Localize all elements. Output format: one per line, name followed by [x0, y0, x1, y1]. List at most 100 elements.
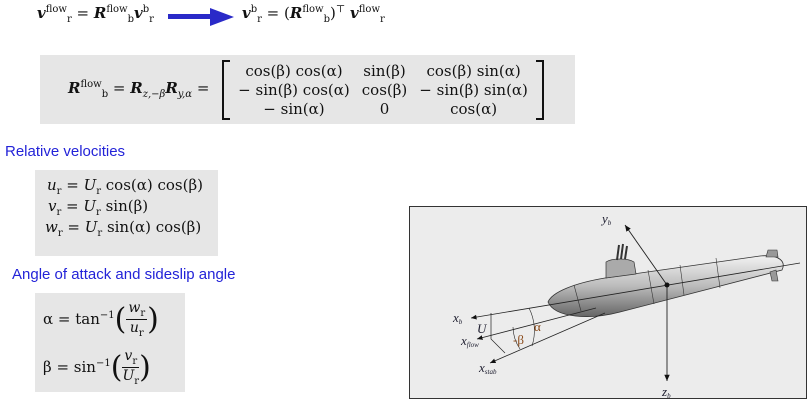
- sub: b: [101, 89, 109, 100]
- relative-velocities-heading: Relative velocities: [5, 143, 126, 160]
- sup: flow: [358, 4, 381, 15]
- xstab-label: xstab: [478, 360, 497, 376]
- equals: =: [62, 218, 85, 236]
- matrix-cell: sin(β): [363, 61, 406, 80]
- matrix-cell: cos(α): [450, 99, 498, 118]
- matrix-cell: cos(β): [361, 80, 408, 99]
- symbol: u: [47, 176, 57, 194]
- sup: flow: [106, 4, 128, 15]
- rhs: sin(β): [100, 197, 149, 215]
- sup: b: [250, 4, 258, 15]
- center-of-gravity: [664, 282, 670, 288]
- yb-label: yb: [600, 211, 612, 227]
- velocity-projection: [490, 313, 506, 354]
- equals: =: [61, 176, 84, 194]
- xflow-axis: [476, 307, 597, 340]
- beta-arc: [512, 326, 521, 350]
- xb-axis: [470, 262, 801, 320]
- paren: ): [330, 4, 336, 22]
- sub: z,−β: [142, 89, 166, 100]
- sub: r: [66, 14, 72, 25]
- beta-label: -β: [513, 332, 524, 347]
- R-symbol: R: [130, 79, 143, 97]
- sub: r: [97, 228, 103, 239]
- rhs: cos(α) cos(β): [101, 176, 204, 194]
- sub: r: [96, 186, 101, 197]
- w-velocity-equation: wr = Ur sin(α) cos(β): [45, 218, 218, 239]
- transpose: ⊤: [335, 4, 346, 15]
- submarine-figure: yb zb xb xflow xstab U α -β: [409, 206, 807, 399]
- flow-to-body-equation: vflowr = Rflowbvbr: [37, 4, 154, 25]
- R-symbol: R: [93, 4, 107, 22]
- lhs: β = sin: [43, 358, 96, 376]
- sub: r: [56, 207, 62, 218]
- rotation-matrix-box: Rflowb = Rz,−βRy,α = cos(β) cos(α) sin(β…: [40, 55, 575, 124]
- matrix-cell: 0: [379, 99, 390, 118]
- zb-label: zb: [661, 384, 671, 399]
- sub: r: [138, 327, 144, 339]
- xstab-axis: [489, 312, 606, 364]
- equals: =: [192, 79, 215, 97]
- sub: r: [257, 14, 262, 25]
- alpha-arc: [528, 307, 535, 347]
- U-label: U: [477, 321, 488, 336]
- paren: ): [147, 301, 159, 337]
- sup: −1: [95, 358, 111, 369]
- den: U: [122, 367, 135, 384]
- symbol: U: [83, 197, 97, 215]
- symbol: v: [48, 197, 57, 215]
- lhs: α = tan: [43, 310, 100, 328]
- yb-axis: [624, 224, 668, 286]
- sub: b: [323, 14, 330, 25]
- sup: flow: [80, 79, 102, 90]
- xb-label: xb: [452, 310, 463, 326]
- sub: r: [134, 375, 140, 387]
- sup: −1: [99, 310, 115, 321]
- right-arrow-icon: [168, 8, 234, 26]
- sup: flow: [45, 4, 67, 15]
- sub: r: [132, 355, 138, 367]
- matrix-cell: − sin(β) cos(α): [238, 80, 350, 99]
- sub: r: [96, 207, 101, 218]
- body-from-flow-equation: vbr = (Rflowb)⊤ vflowr: [242, 4, 385, 25]
- beta-lhs: β = sin−1: [43, 358, 111, 376]
- submarine-hull: [547, 243, 784, 317]
- sub: y,α: [177, 89, 193, 100]
- paren: ): [139, 349, 151, 385]
- num: v: [124, 347, 133, 364]
- v-symbol: v: [133, 4, 143, 22]
- angles-heading: Angle of attack and sideslip angle: [12, 266, 236, 283]
- submarine-diagram: yb zb xb xflow xstab U α -β: [452, 211, 801, 399]
- rhs: sin(α) cos(β): [102, 218, 202, 236]
- equals: =: [108, 79, 131, 97]
- R-symbol: R: [289, 4, 303, 22]
- matrix-cell: cos(β) sin(α): [426, 61, 521, 80]
- matrix-cell: cos(β) cos(α): [245, 61, 343, 80]
- alpha-label: α: [534, 319, 541, 334]
- v-velocity-equation: vr = Ur sin(β): [45, 197, 218, 218]
- matrix-cell: − sin(α): [263, 99, 325, 118]
- xflow-label: xflow: [460, 333, 479, 349]
- R-symbol: R: [68, 79, 81, 97]
- symbol: U: [84, 218, 98, 236]
- v-symbol: v: [37, 4, 46, 22]
- u-velocity-equation: ur = Ur cos(α) cos(β): [45, 176, 218, 197]
- sub: r: [57, 228, 63, 239]
- sub: r: [140, 307, 146, 319]
- relative-velocities-box: ur = Ur cos(α) cos(β) vr = Ur sin(β) wr …: [35, 170, 218, 256]
- sup: flow: [302, 4, 324, 15]
- alpha-lhs: α = tan−1: [43, 310, 115, 328]
- sub: r: [149, 14, 154, 25]
- R-symbol: R: [165, 79, 178, 97]
- num: w: [128, 299, 141, 316]
- symbol: U: [83, 176, 97, 194]
- rotation-matrix: cos(β) cos(α) sin(β) cos(β) sin(α) − sin…: [222, 59, 544, 120]
- sub: b: [127, 14, 134, 25]
- matrix-cell: − sin(β) sin(α): [419, 80, 528, 99]
- paren: (: [110, 349, 123, 385]
- den: u: [129, 319, 139, 336]
